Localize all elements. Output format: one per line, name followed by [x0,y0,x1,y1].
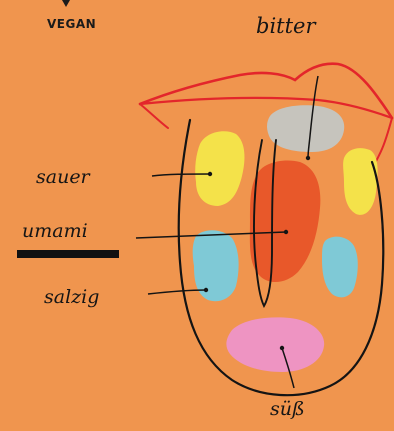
sauer-zone-left [195,131,244,206]
salzig-pointer [148,290,206,294]
lip-line [140,98,392,118]
suess-pointer-dot [280,346,284,350]
bitter-label: bitter [256,14,316,38]
suess-label: süß [270,398,305,420]
sauer-pointer-dot [208,172,212,176]
salzig-zone-right [322,237,358,298]
salzig-label: salzig [44,286,99,308]
bitter-pointer-dot [306,156,310,160]
upper-lip [140,64,392,118]
sauer-label: sauer [36,166,90,188]
brand-mark [62,0,70,7]
umami-pointer-dot [284,230,288,234]
umami-label: umami [22,220,88,242]
salzig-pointer-dot [204,288,208,292]
suess-zone [226,317,324,372]
umami-zone [250,161,321,283]
umami-highlight-bar [17,250,119,258]
sauer-zone-right [343,148,378,215]
brand-label: VEGAN [47,17,96,31]
lower-lip [140,104,168,128]
bitter-zone [267,105,344,152]
